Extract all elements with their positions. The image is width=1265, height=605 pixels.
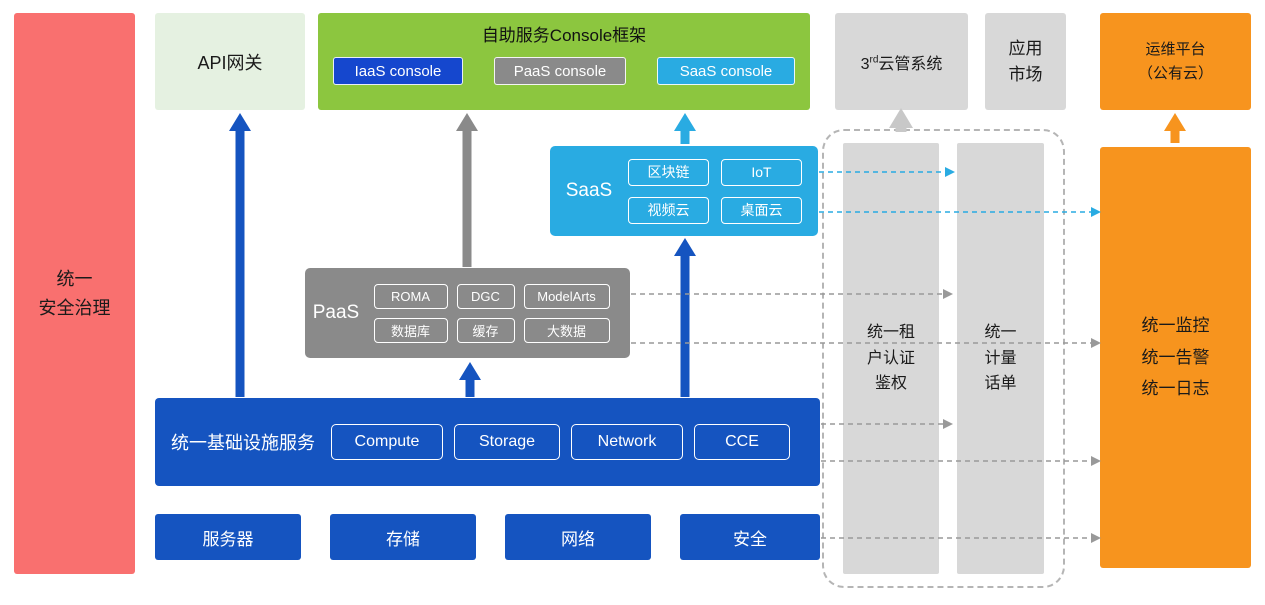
infra-item-compute: Compute bbox=[331, 424, 443, 460]
saas-item-blockchain: 区块链 bbox=[628, 158, 709, 186]
paas-item-dgc: DGC bbox=[456, 283, 515, 309]
hw-storage-box: 存储 bbox=[330, 514, 476, 560]
tenant-services-group bbox=[822, 129, 1065, 588]
app-market-box: 应用 市场 bbox=[985, 13, 1066, 110]
paas-box: PaaS ROMA DGC ModelArts 数据库 缓存 大数据 bbox=[305, 268, 630, 358]
paas-label: PaaS bbox=[312, 302, 360, 323]
hw-network-box: 网络 bbox=[505, 514, 651, 560]
paas-item-database: 数据库 bbox=[373, 317, 448, 343]
saas-item-video-cloud: 视频云 bbox=[628, 196, 709, 224]
paas-item-roma: ROMA bbox=[373, 283, 448, 309]
saas-item-iot: IoT bbox=[721, 158, 802, 186]
third-party-prefix: 3 bbox=[860, 55, 870, 73]
console-frame-row: IaaS console PaaS console SaaS console bbox=[318, 57, 810, 85]
paas-item-cache: 缓存 bbox=[456, 317, 515, 343]
third-party-sup: rd bbox=[869, 54, 879, 66]
ops-platform-box: 运维平台 （公有云） bbox=[1100, 13, 1251, 110]
metering-bar: 统一 计量 话单 bbox=[957, 143, 1044, 574]
saas-box: SaaS 区块链 IoT 视频云 桌面云 bbox=[550, 146, 818, 236]
infra-item-cce: CCE bbox=[694, 424, 790, 460]
security-governance-bar: 统一 安全治理 bbox=[14, 13, 135, 574]
saas-item-desktop-cloud: 桌面云 bbox=[721, 196, 802, 224]
paas-item-bigdata: 大数据 bbox=[523, 317, 610, 343]
saas-label: SaaS bbox=[565, 180, 613, 201]
paas-items: ROMA DGC ModelArts 数据库 缓存 大数据 bbox=[367, 283, 616, 343]
infra-bar: 统一基础设施服务 Compute Storage Network CCE bbox=[155, 398, 820, 486]
saas-console-chip: SaaS console bbox=[657, 57, 795, 85]
infra-label: 统一基础设施服务 bbox=[171, 433, 315, 453]
console-frame-title: 自助服务Console框架 bbox=[481, 26, 647, 45]
paas-console-chip: PaaS console bbox=[494, 57, 626, 85]
infra-item-network: Network bbox=[571, 424, 683, 460]
console-frame-box: 自助服务Console框架 IaaS console PaaS console … bbox=[318, 13, 810, 110]
third-party-rest: 云管系统 bbox=[878, 55, 943, 73]
ops-box: 统一监控 统一告警 统一日志 bbox=[1100, 147, 1251, 568]
hw-security-box: 安全 bbox=[680, 514, 820, 560]
third-party-cloud-box: 3rd云管系统 bbox=[835, 13, 968, 110]
auth-bar: 统一租 户认证 鉴权 bbox=[843, 143, 939, 574]
api-gateway-box: API网关 bbox=[155, 13, 305, 110]
saas-items: 区块链 IoT 视频云 桌面云 bbox=[628, 158, 802, 224]
paas-item-modelarts: ModelArts bbox=[523, 283, 610, 309]
hw-server-box: 服务器 bbox=[155, 514, 301, 560]
iaas-console-chip: IaaS console bbox=[333, 57, 463, 85]
third-party-cloud-label: 3rd云管系统 bbox=[861, 50, 943, 74]
infra-item-storage: Storage bbox=[454, 424, 560, 460]
